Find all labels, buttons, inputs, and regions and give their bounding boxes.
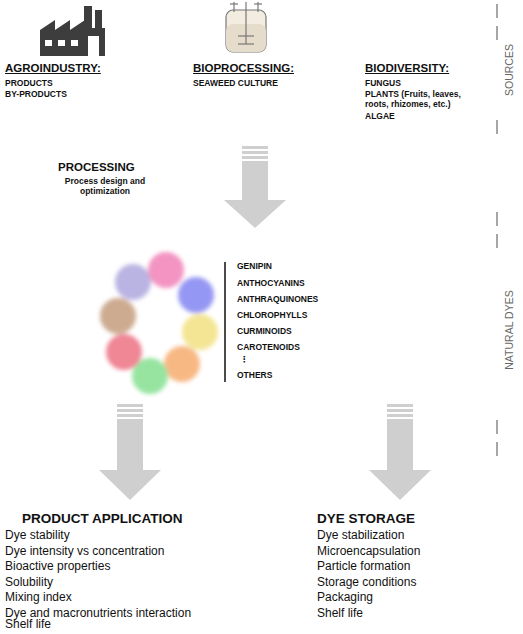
dye-name: ANTHOCYANINS	[237, 279, 305, 289]
flow-arrow	[369, 404, 431, 500]
list-item: Dye intensity vs concentration	[5, 545, 164, 559]
list-item: Bioactive properties	[5, 560, 110, 574]
list-item: Shelf life	[5, 618, 51, 632]
factory-icon	[40, 6, 105, 56]
dye-powders	[100, 252, 218, 394]
dye-name: ⋮	[240, 355, 249, 365]
list-item: Dye stabilization	[317, 529, 404, 543]
list-item: Mixing index	[5, 591, 72, 605]
bioreactor-icon	[226, 2, 266, 52]
source-heading: BIOPROCESSING:	[193, 62, 294, 75]
source-item: FUNGUS	[365, 79, 401, 89]
outcome-heading: PRODUCT APPLICATION	[22, 511, 183, 527]
flow-arrow	[224, 146, 286, 228]
list-bracket	[224, 262, 226, 382]
source-item: BY-PRODUCTS	[5, 90, 67, 100]
list-item: Microencapsulation	[317, 545, 420, 559]
list-item: Dye stability	[5, 529, 70, 543]
dye-name: CAROTENOIDS	[237, 343, 300, 353]
dye-name: CHLOROPHYLLS	[237, 311, 307, 321]
section-label: NATURAL DYES	[503, 290, 515, 369]
dashed-separator	[496, 4, 498, 456]
dye-name: OTHERS	[237, 371, 272, 381]
flow-arrow	[99, 404, 161, 500]
step-heading: PROCESSING	[58, 161, 135, 174]
list-item: Solubility	[5, 576, 53, 590]
dye-name: ANTHRAQUINONES	[237, 295, 318, 305]
source-item: PRODUCTS	[5, 79, 53, 89]
list-item: Particle formation	[317, 560, 410, 574]
dye-name: GENIPIN	[237, 262, 272, 272]
dye-name: CURMINOIDS	[237, 327, 292, 337]
section-label: SOURCES	[503, 44, 515, 96]
list-item: Shelf life	[317, 607, 363, 621]
list-item: Packaging	[317, 591, 373, 605]
outcome-heading: DYE STORAGE	[317, 511, 415, 527]
step-note: Process design and optimization	[55, 177, 155, 197]
source-heading: AGROINDUSTRY:	[5, 62, 101, 75]
source-item: SEAWEED CULTURE	[193, 79, 278, 89]
list-item: Storage conditions	[317, 576, 416, 590]
source-heading: BIODIVERSITY:	[365, 62, 449, 75]
source-item: PLANTS (Fruits, leaves, roots, rhizomes,…	[365, 90, 483, 110]
source-item: ALGAE	[365, 112, 395, 122]
